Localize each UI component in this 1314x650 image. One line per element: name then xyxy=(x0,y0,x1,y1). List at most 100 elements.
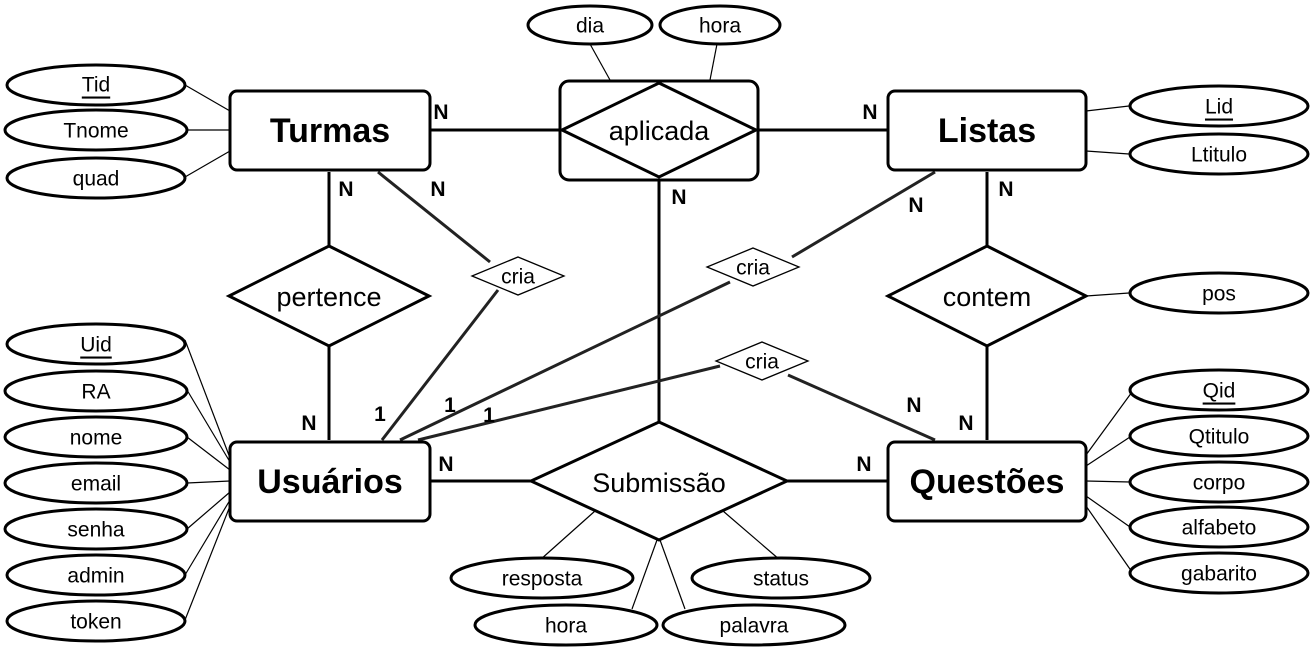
relationship-label: cria xyxy=(501,266,535,289)
attribute-label: Lid xyxy=(1205,96,1233,119)
attribute-ellipse xyxy=(1128,271,1310,315)
entity-label: Questões xyxy=(910,463,1065,501)
attribute-label: Ltitulo xyxy=(1191,144,1247,167)
attribute-pos: pos xyxy=(1128,271,1310,315)
attribute-ellipse xyxy=(3,507,189,551)
line-cria-usuarios-1 xyxy=(380,289,500,441)
attribute-corpo: corpo xyxy=(1128,460,1310,504)
line-attr-hora-aplicada xyxy=(709,43,718,81)
relationship-cria-turmas: cria xyxy=(470,256,566,296)
relationship-diamond xyxy=(470,256,566,296)
line-attr-email xyxy=(186,480,231,484)
line-attr-qtitulo xyxy=(1085,436,1131,467)
attribute-ellipse xyxy=(473,603,659,647)
attribute-ellipse xyxy=(1128,551,1310,595)
line-attr-status xyxy=(722,510,781,561)
attribute-label: Tnome xyxy=(63,120,128,143)
attribute-alfabeto: alfabeto xyxy=(1128,505,1310,549)
attribute-ellipse xyxy=(1128,132,1310,176)
attribute-resposta: resposta xyxy=(449,556,635,600)
attribute-email: email xyxy=(3,461,189,505)
attribute-status: status xyxy=(690,556,872,600)
attribute-label: status xyxy=(753,568,809,591)
attribute-label: corpo xyxy=(1193,472,1246,495)
attribute-label: RA xyxy=(81,381,110,404)
line-cria-questoes xyxy=(787,373,936,442)
line-attr-ltitulo xyxy=(1085,150,1130,155)
relationship-diamond xyxy=(714,341,810,381)
cardinality-listas-contem: N xyxy=(998,178,1013,201)
attribute-ellipse xyxy=(3,461,189,505)
attribute-ellipse xyxy=(449,556,635,600)
entity-box xyxy=(886,89,1088,172)
line-cria-usuarios-2 xyxy=(399,280,731,442)
attribute-ellipse xyxy=(5,599,187,643)
relationship-label: contem xyxy=(943,282,1032,312)
attribute-lid: Lid xyxy=(1128,84,1310,128)
attribute-quad: quad xyxy=(5,156,187,200)
attribute-ellipse xyxy=(1128,368,1310,412)
attribute-qid: Qid xyxy=(1128,368,1310,412)
entity-label: Usuários xyxy=(257,463,403,501)
attribute-ellipse xyxy=(5,156,187,200)
line-attr-nome xyxy=(186,436,231,471)
attribute-ellipse xyxy=(1128,505,1310,549)
attribute-ellipse xyxy=(5,553,187,597)
line-attr-qid xyxy=(1085,391,1133,456)
line-attr-uid xyxy=(184,339,231,459)
line-attr-token xyxy=(184,505,231,621)
line-attr-dia xyxy=(589,43,611,81)
entity-box xyxy=(228,440,432,523)
attribute-label: hora xyxy=(545,615,587,638)
cardinality-turmas-cria: N xyxy=(430,178,445,201)
entity-label: Turmas xyxy=(270,112,390,150)
attribute-ellipse xyxy=(5,63,187,107)
attribute-gabarito: gabarito xyxy=(1128,551,1310,595)
relationship-cria-listas: cria xyxy=(705,247,801,287)
attribute-label: Uid xyxy=(80,334,112,357)
attribute-ellipse xyxy=(5,322,187,366)
cardinality-turmas-pertence: N xyxy=(338,178,353,201)
attribute-token: token xyxy=(5,599,187,643)
attribute-admin: admin xyxy=(5,553,187,597)
relationship-label: cria xyxy=(736,257,770,280)
line-attr-resposta xyxy=(539,510,596,561)
entity-usuarios: Usuários xyxy=(228,440,432,523)
attribute-ltitulo: Ltitulo xyxy=(1128,132,1310,176)
associative-diamond xyxy=(558,81,760,179)
cardinality-usuarios-cria-questoes: 1 xyxy=(483,404,495,427)
relationship-cria-questoes: cria xyxy=(714,341,810,381)
entity-questoes: Questões xyxy=(886,440,1088,523)
attribute-label: Qid xyxy=(1203,380,1236,403)
cardinalities: N N N N N N N N 1 1 1 N N N N xyxy=(301,101,1013,476)
cardinality-usuarios-pertence: N xyxy=(301,412,316,435)
attribute-tnome: Tnome xyxy=(3,108,189,152)
attribute-label: pos xyxy=(1202,283,1236,306)
attribute-tid: Tid xyxy=(5,63,187,107)
attribute-ellipse xyxy=(1128,84,1310,128)
attribute-uid: Uid xyxy=(5,322,187,366)
line-attr-lid xyxy=(1085,105,1130,112)
entity-aplicada: aplicada xyxy=(558,79,760,182)
attribute-hora-submissao: hora xyxy=(473,603,659,647)
attribute-ellipse xyxy=(526,4,654,46)
attribute-label: alfabeto xyxy=(1182,517,1257,540)
attribute-ellipse xyxy=(1128,460,1310,504)
cardinality-questoes-contem: N xyxy=(958,412,973,435)
attribute-hora-aplicada: hora xyxy=(658,4,782,46)
attribute-senha: senha xyxy=(3,507,189,551)
attribute-label: senha xyxy=(67,519,125,542)
attribute-label: Qtitulo xyxy=(1189,426,1250,449)
attribute-qtitulo: Qtitulo xyxy=(1128,414,1310,458)
entity-box xyxy=(886,440,1088,523)
entity-listas: Listas xyxy=(886,89,1088,172)
cardinality-questoes-cria: N xyxy=(906,394,921,417)
relationship-pertence: pertence xyxy=(225,244,433,348)
relationship-diamond xyxy=(225,244,433,348)
line-attr-alfabeto xyxy=(1085,495,1131,528)
relationship-label: cria xyxy=(745,351,779,374)
line-turmas-cria xyxy=(377,170,491,264)
attribute-ellipse xyxy=(690,556,872,600)
relationship-label: aplicada xyxy=(609,116,711,146)
relationship-diamond xyxy=(527,420,791,542)
